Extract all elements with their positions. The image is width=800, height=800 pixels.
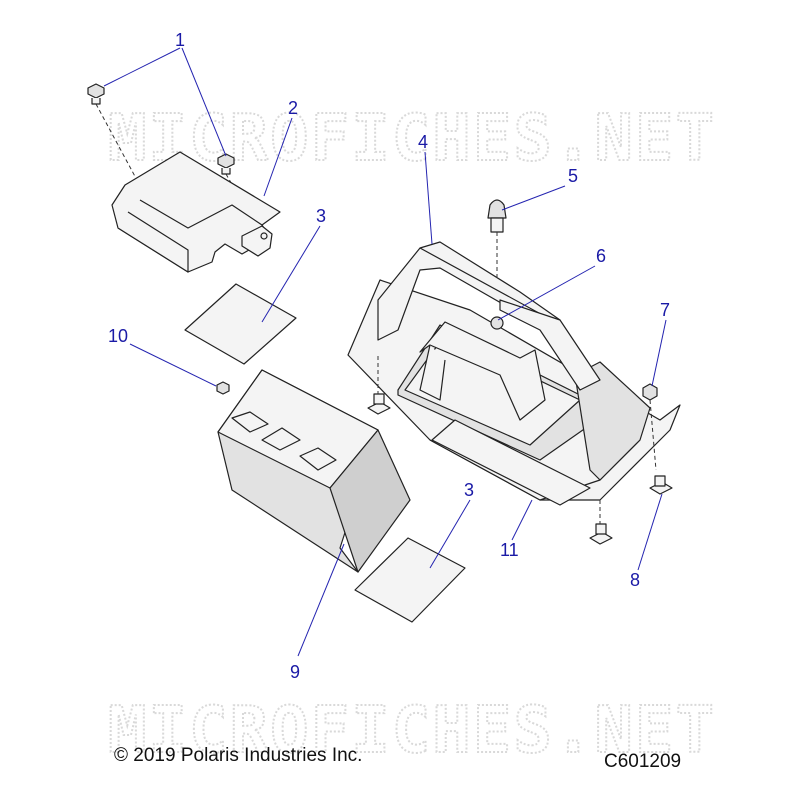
part-6-bracket [419,316,546,421]
part-3-pad-top [184,283,297,365]
callout-9: 9 [290,662,300,682]
part-5-stud [487,199,507,278]
copyright-text: © 2019 Polaris Industries Inc. [114,745,362,766]
part-10-screw [216,381,230,395]
callout-3-bottom: 3 [464,480,474,500]
callout-1: 1 [175,30,185,50]
diagram-code: C601209 [604,751,681,772]
leader-lines [103,47,667,657]
callout-7: 7 [660,300,670,320]
callout-3-top: 3 [316,206,326,226]
part-9-battery [217,369,411,573]
callout-2: 2 [288,98,298,118]
callout-4: 4 [418,132,428,152]
part-3-pad-bottom [354,537,466,623]
part-2-battery-cover [111,151,281,273]
callout-10: 10 [108,326,128,346]
callout-8: 8 [630,570,640,590]
watermark-bottom: MICROFICHES.NET [108,694,716,768]
callout-5: 5 [568,166,578,186]
callout-11: 11 [500,540,519,560]
part-8-bolt-left [367,356,391,415]
part-1-bolt-left [87,83,139,183]
callout-6: 6 [596,246,606,266]
part-7-nut [642,383,658,471]
part-8-bolt [649,475,673,495]
part-8-bolt-front [589,500,613,545]
